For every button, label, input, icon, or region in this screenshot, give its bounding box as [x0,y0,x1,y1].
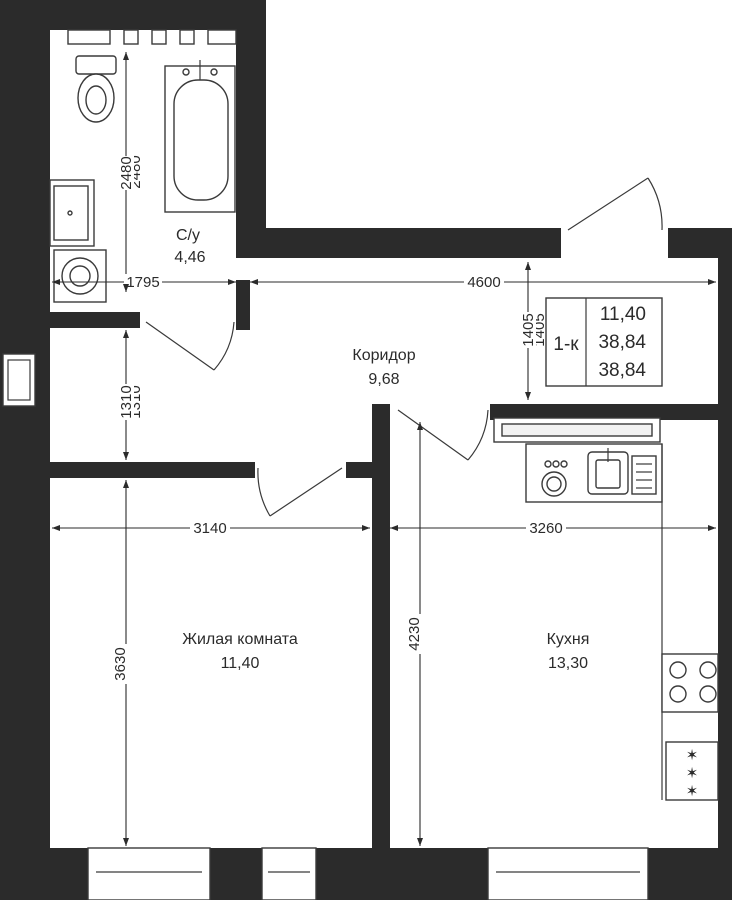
wall-living-top [50,462,255,478]
dim-label-kitchen-width: 3260 [529,520,562,537]
wall-left [0,0,50,900]
windows [2,29,649,900]
cooktop-icon [661,653,719,713]
room-bathroom-name: С/у [176,227,200,244]
door-entrance [567,177,663,231]
dim-label-kitchen-depth: 4230 [406,617,423,650]
room-living-area: 11,40 [221,655,260,672]
room-living-name: Жилая комната [182,631,298,648]
room-labels: С/у 4,46 Коридор 9,68 Жилая комната 11,4… [174,227,589,672]
washing-machine-icon [53,249,107,303]
wall-top [0,0,265,30]
dim-label-corridor-depth: 1405 [520,313,537,346]
wall-bath-right-lower [236,280,250,330]
bathtub-icon [164,60,236,213]
wall-corridor-top [236,228,561,258]
dim-label-corridor-left-depth: 1310 [118,385,135,418]
wall-kitchen-top [490,404,732,420]
dim-label-bath-height: 2480 [118,156,135,189]
room-corridor-name: Коридор [352,347,415,364]
wall-right [718,228,732,900]
window-left-frame [7,359,31,401]
dim-label-corridor-width: 4600 [467,274,500,291]
wall-living-top-right [346,462,372,478]
info-box-frame [545,297,663,387]
info-apartment-type: 1-к [553,334,579,355]
info-value-1: 11,40 [600,304,646,325]
kitchen-fixtures: ✶ ✶ ✶ [493,417,719,801]
wall-middle [372,404,390,900]
door-living [257,467,343,517]
dimension-arrows [52,52,716,846]
kitchen-sink-icon [587,448,657,495]
info-value-2: 38,84 [598,332,646,353]
svg-text:✶: ✶ [686,783,699,800]
dimension-label-bg [112,156,566,684]
svg-text:✶: ✶ [686,765,699,782]
room-bathroom-area: 4,46 [174,249,205,266]
dim-label-living-width: 3140 [193,520,226,537]
wall-bath-bottom [50,312,140,328]
window-top-2 [123,29,139,45]
door-bathroom [145,321,235,371]
dim-label-living-depth: 3630 [112,647,129,680]
doors [145,177,663,517]
window-top-1 [67,29,111,45]
svg-text:✶: ✶ [686,747,699,764]
toilet-icon [75,55,117,123]
room-kitchen-name: Кухня [547,631,590,648]
window-top-3 [151,29,167,45]
room-kitchen-area: 13,30 [548,655,588,672]
window-living-small [261,847,317,900]
dimension-labels: 2480 1795 4600 1405 1310 3140 3630 3260 … [112,156,563,680]
info-value-3: 38,84 [598,360,646,381]
window-top-5 [207,29,237,45]
dishwasher-icon [541,460,568,497]
door-kitchen [397,409,489,461]
dim-label-bath-width: 1795 [126,274,159,291]
room-corridor-area: 9,68 [368,371,399,388]
oven-icon: ✶ ✶ ✶ [665,741,719,801]
wall-bath-right [236,0,266,230]
bathroom-fixtures [49,55,236,303]
window-living [87,847,211,900]
window-top-4 [179,29,195,45]
window-kitchen [487,847,649,900]
kitchen-top-shelf-inner [501,423,653,437]
sink-icon [49,179,95,247]
info-box: 1-к 11,40 38,84 38,84 [545,297,663,387]
